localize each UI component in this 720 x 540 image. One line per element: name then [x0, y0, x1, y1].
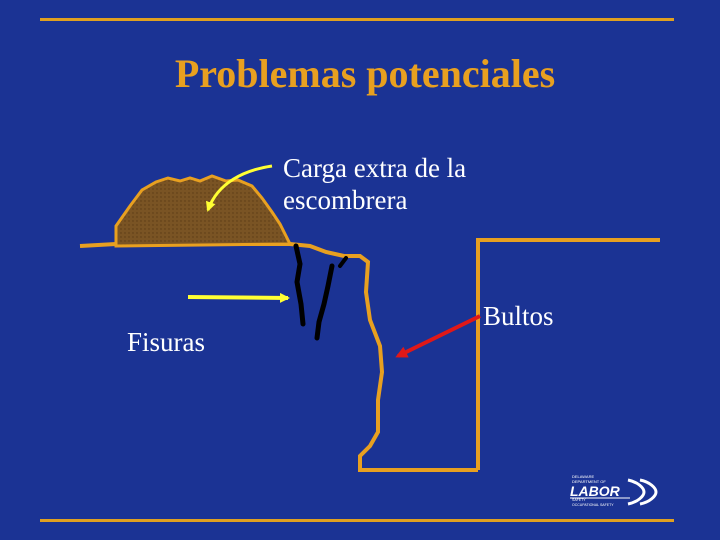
slide-title: Problemas potenciales — [174, 51, 556, 96]
top-divider — [40, 18, 674, 21]
label-cracks: Fisuras — [127, 327, 206, 357]
crack-1 — [293, 243, 306, 327]
svg-text:OCCUPATIONAL SAFETY: OCCUPATIONAL SAFETY — [572, 503, 614, 507]
svg-text:SAFETY: SAFETY — [572, 498, 586, 502]
crack-3 — [338, 256, 348, 268]
cracks-arrow — [187, 292, 290, 303]
delaware-labor-logo: DELAWARE DEPARTMENT OF LABOR SAFETY OCCU… — [570, 474, 658, 507]
svg-text:DELAWARE: DELAWARE — [572, 474, 594, 479]
label-extra-load: Carga extra de la escombrera — [283, 153, 467, 215]
crack-2 — [314, 263, 335, 341]
svg-text:LABOR: LABOR — [570, 483, 621, 499]
trench-wall-right — [476, 238, 660, 470]
svg-text:DEPARTMENT OF: DEPARTMENT OF — [572, 479, 606, 484]
bulges-arrow — [395, 314, 481, 358]
label-bulges: Bultos — [483, 301, 554, 331]
bottom-divider — [40, 519, 674, 522]
spoil-pile — [114, 174, 293, 248]
trench-wall-left — [289, 242, 478, 472]
load-arrow — [205, 164, 273, 212]
